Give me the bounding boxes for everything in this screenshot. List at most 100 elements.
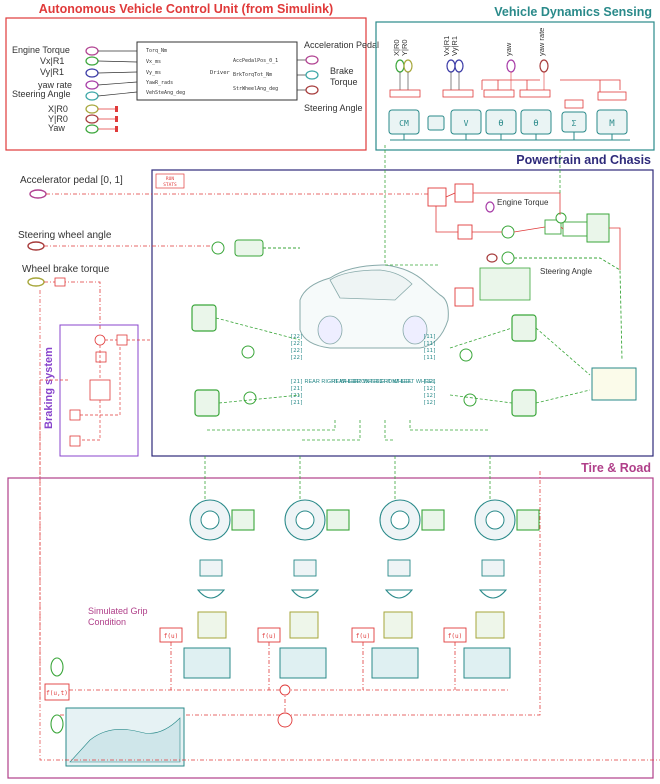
input-label-steering-angle: Steering Angle bbox=[12, 89, 71, 99]
braking-frame bbox=[59, 324, 139, 457]
svg-text:[22]: [22] bbox=[290, 334, 303, 340]
wheel-label-front-right: FRONT RIGHT WHEEL bbox=[354, 379, 412, 385]
svg-text:[11]: [11] bbox=[423, 355, 436, 361]
input-label-xr0: X|R0 bbox=[48, 104, 68, 114]
svg-text:[21]: [21] bbox=[290, 386, 303, 392]
right-port-block-bottom: [12] [12] [12] [12] bbox=[423, 379, 436, 406]
svg-text:θ: θ bbox=[498, 119, 503, 129]
input-label-vx: Vx|R1 bbox=[40, 56, 64, 66]
svg-text:Y|R0: Y|R0 bbox=[400, 39, 409, 56]
svg-text:yaw: yaw bbox=[504, 42, 513, 56]
svg-text:[12]: [12] bbox=[423, 379, 436, 385]
driver-port-strwheel: StrWheelAng_deg bbox=[233, 86, 278, 92]
engine-chain bbox=[427, 183, 623, 361]
svg-text:[11]: [11] bbox=[423, 334, 436, 340]
wheel-label-front-left: FRONT LEFT WHEEL bbox=[381, 379, 436, 385]
svg-text:[22]: [22] bbox=[290, 341, 303, 347]
output-label-accel-pedal: Acceleration Pedal bbox=[304, 40, 379, 50]
sensing-frame bbox=[375, 21, 655, 151]
svg-text:f(u): f(u) bbox=[164, 633, 178, 640]
input-tags bbox=[85, 46, 138, 134]
wheel-label-rear-left: REAR LEFT WHEEL bbox=[331, 379, 382, 385]
stats-label: STATS bbox=[163, 182, 177, 188]
accelerator-pedal-label: Accelerator pedal [0, 1] bbox=[20, 175, 123, 186]
driver-port-torque: Torq_Nm bbox=[146, 48, 167, 54]
svg-text:[21]: [21] bbox=[290, 379, 303, 385]
engine-torque-label: Engine Torque bbox=[497, 198, 549, 207]
svg-text:[12]: [12] bbox=[423, 393, 436, 399]
svg-text:yaw rate: yaw rate bbox=[537, 28, 546, 56]
svg-text:[12]: [12] bbox=[423, 386, 436, 392]
left-port-block-top: [22] [22] [22] [22] bbox=[290, 334, 303, 361]
svg-text:[21]: [21] bbox=[290, 393, 303, 399]
grip-label-2: Condition bbox=[88, 617, 126, 627]
input-label-engine-torque: Engine Torque bbox=[12, 45, 70, 55]
output-label-steering-angle: Steering Angle bbox=[304, 103, 363, 113]
right-port-block-top: [11] [11] [11] [11] bbox=[423, 334, 436, 361]
svg-text:Vy|R1: Vy|R1 bbox=[450, 36, 459, 56]
car-illustration bbox=[299, 264, 449, 349]
tire-column-front-left: f(u) bbox=[443, 499, 540, 679]
svg-text:[12]: [12] bbox=[423, 400, 436, 406]
driver-port-brktorq: BrkTorqTot_Nm bbox=[233, 72, 272, 78]
driver-port-accpedal: AccPedalPos_0_1 bbox=[233, 58, 278, 64]
sensing-labels: X|R0 Y|R0 Vx|R1 Vy|R1 yaw yaw rate bbox=[392, 28, 546, 56]
suspension-blocks bbox=[191, 304, 637, 417]
grip-label-1: Simulated Grip bbox=[88, 606, 148, 616]
driver-block-label: Driver bbox=[210, 70, 231, 76]
steering-mechanism bbox=[211, 239, 531, 307]
control-unit-frame bbox=[5, 17, 367, 151]
driver-port-steang: VehSteAng_deg bbox=[146, 90, 185, 96]
braking-title: Braking system bbox=[43, 347, 55, 429]
svg-text:f(u): f(u) bbox=[262, 633, 276, 640]
left-inputs: Accelerator pedal [0, 1] Steering wheel … bbox=[18, 175, 428, 330]
steering-wheel-angle-label: Steering wheel angle bbox=[18, 230, 112, 241]
input-label-vy: Vy|R1 bbox=[40, 67, 64, 77]
svg-text:[22]: [22] bbox=[290, 355, 303, 361]
tire-column-front-right: f(u) bbox=[351, 499, 445, 679]
sensing-section: Vehicle Dynamics Sensing X|R0 Y|R0 Vx|R1… bbox=[375, 5, 655, 151]
svg-text:Σ: Σ bbox=[572, 119, 577, 128]
tire-column-rear-right: f(u) bbox=[159, 499, 255, 679]
svg-text:M: M bbox=[609, 119, 615, 129]
driver-port-vy: Vy_ms bbox=[146, 70, 161, 76]
input-label-yr0: Y|R0 bbox=[48, 114, 68, 124]
svg-text:[11]: [11] bbox=[423, 348, 436, 354]
input-label-yaw-rate: yaw rate bbox=[38, 80, 72, 90]
powertrain-title: Powertrain and Chasis bbox=[516, 153, 651, 167]
sensing-blocks: CM V θ θ Σ M bbox=[388, 109, 630, 141]
tire-column-rear-left: f(u) bbox=[257, 499, 350, 679]
braking-section: Braking system bbox=[39, 324, 150, 700]
driver-port-vx: Vx_ms bbox=[146, 59, 161, 65]
run-label: RUN bbox=[166, 176, 174, 182]
wheel-brake-torque-label: Wheel brake torque bbox=[22, 264, 110, 275]
control-unit-section: Autonomous Vehicle Control Unit (from Si… bbox=[5, 2, 379, 151]
sensing-tags bbox=[395, 59, 621, 100]
svg-text:f(u): f(u) bbox=[448, 633, 462, 640]
sensing-demux-blocks bbox=[389, 89, 627, 109]
svg-text:[21]: [21] bbox=[290, 400, 303, 406]
left-port-block-bottom: [21] [21] [21] [21] bbox=[290, 379, 303, 406]
wheel-label-rear-right: REAR RIGHT WHEEL bbox=[305, 379, 360, 385]
svg-text:θ: θ bbox=[533, 119, 538, 129]
svg-text:V: V bbox=[464, 119, 469, 128]
tire-road-section: Tire & Road Simulated Grip Condition f(u… bbox=[7, 420, 654, 779]
svg-text:[22]: [22] bbox=[290, 348, 303, 354]
driver-port-yawr: YawR_rads bbox=[146, 80, 173, 86]
sensing-title: Vehicle Dynamics Sensing bbox=[494, 5, 652, 19]
driver-block[interactable] bbox=[136, 41, 298, 101]
steering-angle-label: Steering Angle bbox=[540, 267, 593, 276]
output-label-torque: Torque bbox=[330, 77, 358, 87]
svg-text:[11]: [11] bbox=[423, 341, 436, 347]
svg-text:X|R0: X|R0 bbox=[392, 39, 401, 56]
input-label-yaw: Yaw bbox=[48, 123, 65, 133]
control-unit-title: Autonomous Vehicle Control Unit (from Si… bbox=[39, 2, 333, 16]
tire-road-frame bbox=[7, 477, 654, 779]
svg-text:f(u): f(u) bbox=[356, 633, 370, 640]
tire-road-title: Tire & Road bbox=[581, 461, 651, 475]
svg-text:CM: CM bbox=[399, 119, 409, 128]
run-stats-block[interactable] bbox=[155, 173, 185, 189]
powertrain-section: Powertrain and Chasis RUN STATS Engine T… bbox=[151, 145, 654, 457]
powertrain-frame bbox=[151, 169, 654, 457]
